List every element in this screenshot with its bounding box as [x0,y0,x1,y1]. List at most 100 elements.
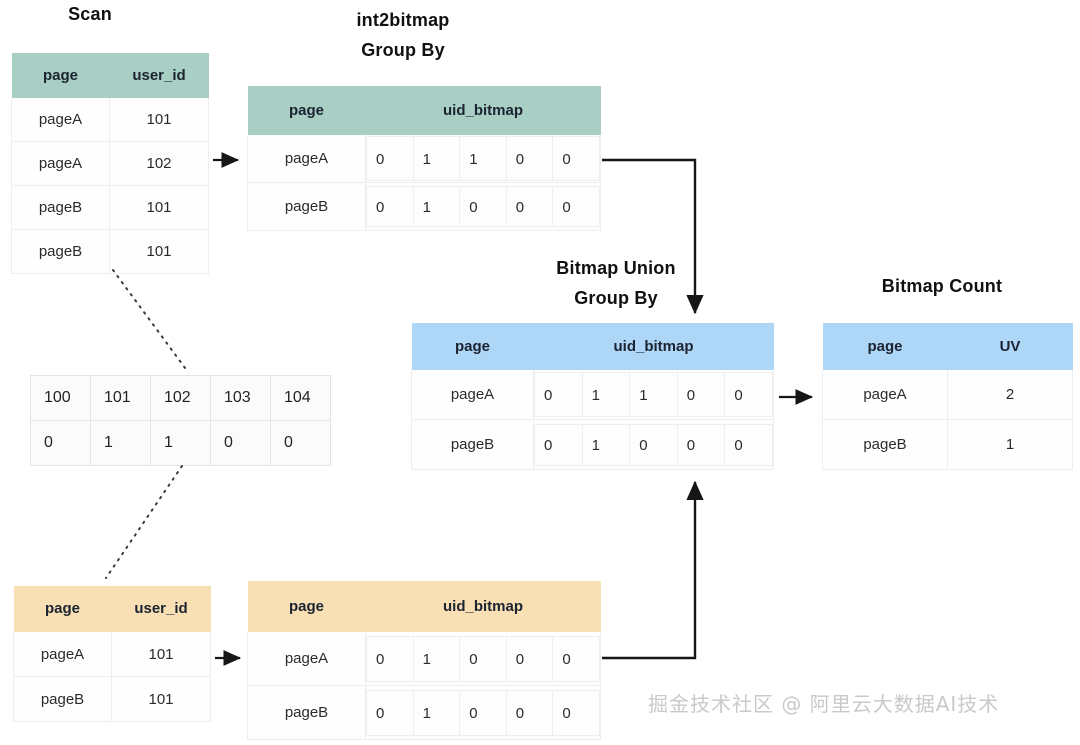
table-row: pageB 101 [11,229,209,274]
column-header-user-id: user_id [111,585,211,632]
cell-page: pageA [247,631,366,686]
bitmap-bit: 0 [366,136,414,181]
bitmap-strip: 0 1 1 0 0 [534,372,773,417]
cell-page: pageB [822,419,948,470]
bitmap-bit: 0 [506,689,554,736]
scan-table-top: page user_id pageA 101 pageA 102 pageB 1… [11,52,209,274]
legend-bit: 0 [210,420,271,466]
bitmap-count-table: page UV pageA 2 pageB 1 [822,322,1073,470]
cell-page: pageA [247,134,366,183]
legend-bit: 0 [30,420,91,466]
cell-page: pageB [11,229,110,274]
table-header-row: page user_id [13,585,211,632]
bitmap-bit: 0 [534,372,583,417]
legend-id: 103 [210,375,271,421]
legend-bit: 0 [270,420,331,466]
column-header-uv: UV [947,322,1073,370]
table-row: pageB 0 1 0 0 0 [411,419,774,470]
cell-page: pageA [11,97,110,142]
bitmap-bit: 0 [460,186,507,227]
int2bitmap-title-line1: int2bitmap [356,10,450,30]
cell-user-id: 101 [109,97,209,142]
table-row: pageB 101 [13,676,211,722]
cell-page: pageB [247,182,366,231]
column-header-page: page [822,322,948,370]
bitmap-bit: 0 [725,372,773,417]
bitmap-strip: 0 1 0 0 0 [366,635,600,682]
int2bitmap-title-line2: Group By [361,40,445,60]
cell-page: pageA [822,369,948,420]
bitmap-bit: 0 [553,635,600,682]
bitmap-bit: 0 [366,635,414,682]
bitmap-bit: 0 [366,186,414,227]
scan-title: Scan [68,4,112,24]
bitmap-union-title-line1: Bitmap Union [556,258,676,278]
bitmap-bit: 1 [413,689,461,736]
legend-bit: 1 [90,420,151,466]
bitmap-bit: 0 [366,689,414,736]
bitmap-bit: 0 [460,689,507,736]
table-header-row: page user_id [11,52,209,98]
cell-user-id: 101 [109,229,209,274]
legend-bit-row: 0 1 1 0 0 [30,420,331,466]
column-header-uid-bitmap: uid_bitmap [533,322,774,370]
bitmap-index-legend-table: 100 101 102 103 104 0 1 1 0 0 [30,375,331,466]
legend-id: 102 [150,375,211,421]
bitmap-strip: 0 1 0 0 0 [366,186,600,227]
cell-page: pageA [11,141,110,186]
table-header-row: page uid_bitmap [411,322,774,370]
column-header-page: page [11,52,110,98]
bitmap-bit: 0 [506,635,554,682]
bitmap-strip: 0 1 1 0 0 [366,136,600,181]
table-header-row: page uid_bitmap [247,85,601,135]
bitmap-strip: 0 1 0 0 0 [534,423,773,466]
cell-user-id: 101 [111,676,211,722]
cell-user-id: 101 [109,185,209,230]
bitmap-bit: 0 [553,136,600,181]
cell-uid-bitmap: 0 1 0 0 0 [365,182,601,231]
cell-page: pageB [11,185,110,230]
column-header-page: page [13,585,112,632]
dotted-link-scan-top-to-legend [112,269,189,373]
bitmap-bit: 0 [534,423,583,466]
legend-id: 101 [90,375,151,421]
arrow-int2bitmap-to-union-bottom [602,480,704,660]
cell-uid-bitmap: 0 1 1 0 0 [365,134,601,183]
bitmap-bit: 0 [553,689,600,736]
table-row: pageA 0 1 0 0 0 [247,631,601,686]
table-row: pageA 102 [11,141,209,186]
column-header-user-id: user_id [109,52,209,98]
table-row: pageB 101 [11,185,209,230]
legend-bit: 1 [150,420,211,466]
bitmap-bit: 0 [677,372,726,417]
table-header-row: page UV [822,322,1073,370]
cell-user-id: 102 [109,141,209,186]
table-row: pageA 0 1 1 0 0 [247,134,601,183]
cell-uid-bitmap: 0 1 0 0 0 [365,685,601,740]
cell-page: pageB [247,685,366,740]
scan-table-bottom: page user_id pageA 101 pageB 101 [13,585,211,722]
table-row: pageA 0 1 1 0 0 [411,369,774,420]
bitmap-bit: 1 [413,635,461,682]
cell-uid-bitmap: 0 1 0 0 0 [533,419,774,470]
bitmap-bit: 1 [460,136,507,181]
bitmap-bit: 0 [725,423,773,466]
bitmap-bit: 0 [460,635,507,682]
bitmap-bit: 0 [506,186,554,227]
bitmap-strip: 0 1 0 0 0 [366,689,600,736]
cell-user-id: 101 [111,631,211,677]
table-row: pageA 101 [11,97,209,142]
bitmap-bit: 1 [413,186,461,227]
bitmap-union-table: page uid_bitmap pageA 0 1 1 0 0 pageB [411,322,774,470]
bitmap-bit: 0 [677,423,726,466]
table-row: pageB 0 1 0 0 0 [247,685,601,740]
legend-id-row: 100 101 102 103 104 [30,375,331,421]
cell-page: pageA [13,631,112,677]
dotted-link-legend-to-scan-bottom [105,465,183,579]
column-header-page: page [247,85,366,135]
table-row: pageB 1 [822,419,1073,470]
cell-uv: 2 [947,369,1073,420]
legend-id: 104 [270,375,331,421]
column-header-page: page [247,580,366,632]
